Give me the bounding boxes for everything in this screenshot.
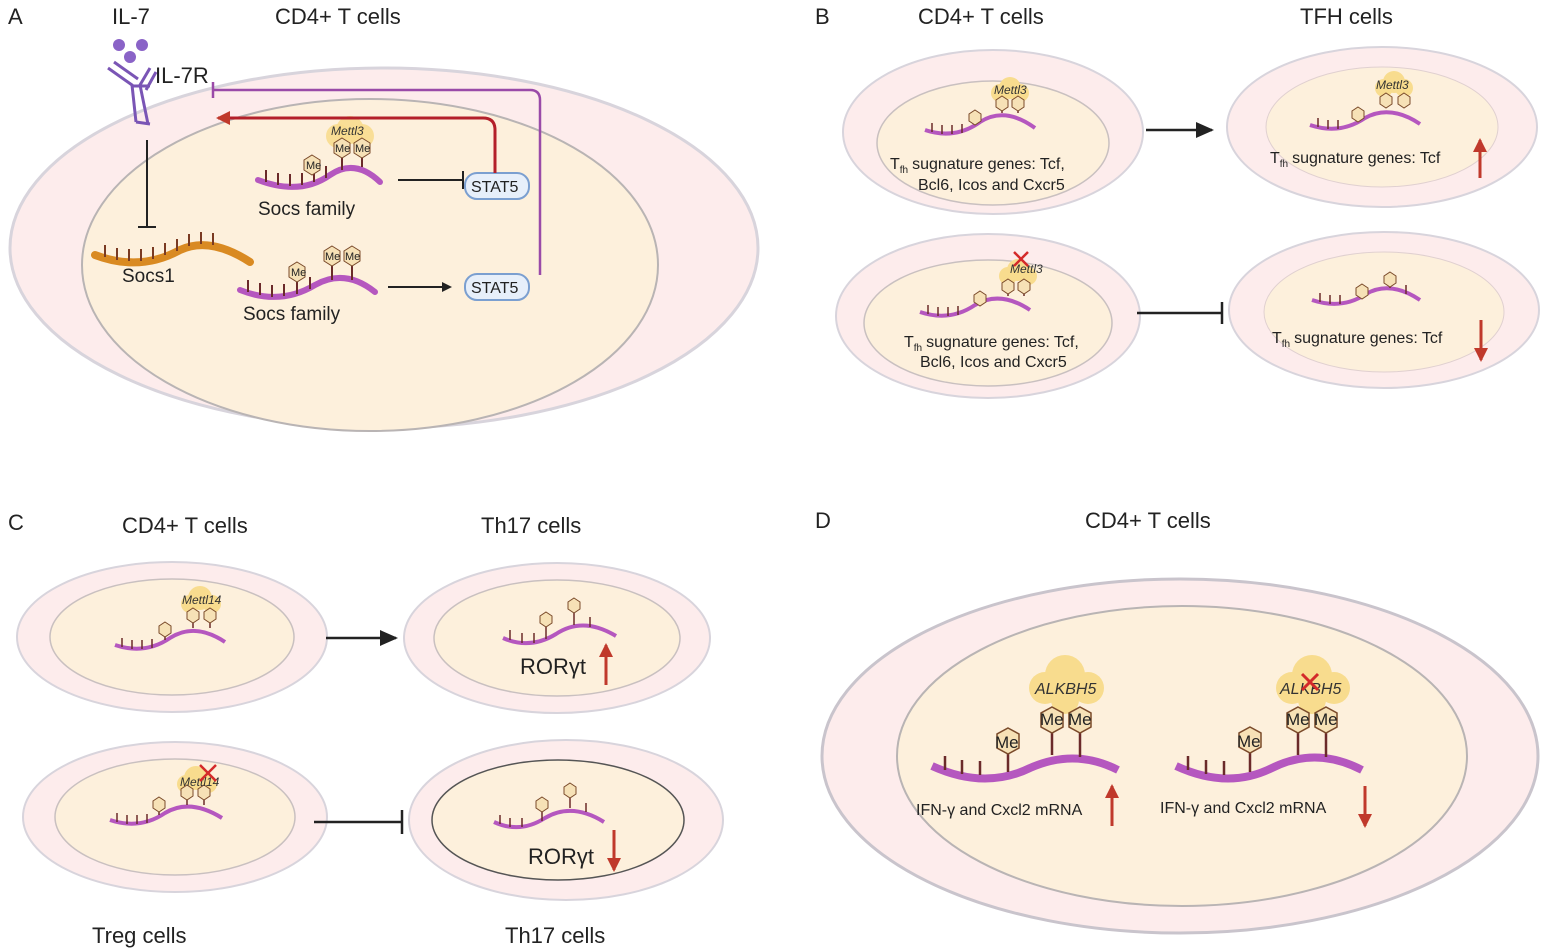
svg-text:Me: Me [1068,710,1092,729]
svg-text:Me: Me [325,251,340,263]
rorgt-bottom-label: RORγt [528,844,594,869]
svg-text:Me: Me [355,143,370,155]
nucleus-d [896,605,1468,907]
panel-b-title-left: CD4+ T cells [918,4,1044,29]
panel-a-letter: A [8,4,23,29]
svg-text:Mettl3: Mettl3 [1010,262,1043,276]
mrna-d-right: Me Me Me ALKBH5 [1174,655,1364,783]
svg-text:Me: Me [291,267,306,279]
nucleus-c-bottom-right [431,759,685,881]
svg-text:Mettl14: Mettl14 [182,593,222,607]
th17-bottom-label: Th17 cells [505,923,605,948]
alkbh5-label-left: ALKBH5 [1034,681,1096,698]
panel-d-letter: D [815,508,831,533]
stat5-top-label: STAT5 [471,179,519,196]
tfh-genes-top-left-2: Bcl6, Icos and Cxcr5 [918,177,1065,194]
panel-a-title: CD4+ T cells [275,4,401,29]
svg-text:Mettl3: Mettl3 [1376,78,1409,92]
treg-label: Treg cells [92,923,187,948]
svg-text:Me: Me [1286,710,1310,729]
stat5-bottom-label: STAT5 [471,280,519,297]
socs-family-bottom-label: Socs family [243,304,341,325]
svg-text:Mettl3: Mettl3 [994,83,1027,97]
stat5-bottom-box [464,273,530,301]
nucleus-b-bottom-right [1263,251,1505,373]
il7-ligand-icon [113,39,148,63]
nucleus-b-bottom-left [863,259,1113,387]
il7r-label: IL-7R [155,63,209,88]
rorgt-top-label: RORγt [520,654,586,679]
mrna-c-top-right [502,597,618,646]
socs-family-top-mrna: Me Me Me Mettl3 [255,116,383,190]
mrna-b-bottom-left: Mettl3 [919,251,1043,318]
mrna-c-bottom-right [493,782,606,830]
panel-c-title-left: CD4+ T cells [122,513,248,538]
panel-b-title-right: TFH cells [1300,4,1393,29]
svg-text:Me: Me [1040,710,1064,729]
tfh-genes-bottom-left-2: Bcl6, Icos and Cxcr5 [920,354,1067,371]
svg-text:Mettl14: Mettl14 [180,775,220,789]
socs-family-bottom-mrna: Me Me Me [237,245,378,300]
svg-text:Me: Me [1237,732,1261,751]
ifn-left-label: IFN-γ and Cxcl2 mRNA [916,802,1083,819]
nucleus-c-top-right [433,579,681,697]
nucleus-b-top-left [876,80,1110,206]
nucleus-c-bottom-left [54,758,296,876]
panel-b-letter: B [815,4,830,29]
knockout-x-icon [1013,251,1029,267]
mrna-c-top-left: Mettl14 [114,586,227,651]
mettl3-label-top: Mettl3 [331,124,364,138]
panel-c: C CD4+ T cells Th17 cells Mettl14 [8,510,724,948]
panel-c-title-right: Th17 cells [481,513,581,538]
mrna-c-bottom-left: Mettl14 [109,764,224,826]
ifn-right-label: IFN-γ and Cxcl2 mRNA [1160,800,1327,817]
panel-d-title: CD4+ T cells [1085,508,1211,533]
mrna-b-top-right: Mettl3 [1309,71,1422,131]
alkbh5-label-right: ALKBH5 [1279,681,1341,698]
svg-text:Me: Me [995,733,1019,752]
socs1-label: Socs1 [122,266,175,287]
il7-receptor-icon [107,60,158,126]
panel-c-letter: C [8,510,24,535]
mrna-d-left: Me Me Me ALKBH5 [930,655,1120,783]
stat5-top-box [464,172,530,200]
il7-label: IL-7 [112,4,150,29]
nucleus-b-top-right [1265,66,1499,188]
svg-text:Me: Me [1314,710,1338,729]
mrna-b-top-left: Mettl3 [924,77,1037,136]
knockout-x-icon [199,764,217,782]
panel-a: A CD4+ T cells IL-7 IL-7R [8,4,760,432]
socs1-mrna [91,232,254,267]
knockout-x-icon [1300,672,1320,692]
svg-text:Me: Me [335,143,350,155]
svg-text:Me: Me [306,160,321,172]
mrna-b-bottom-right [1311,271,1422,306]
panel-d: D CD4+ T cells Me Me Me ALKBH5 IFN-γ and… [815,508,1540,935]
socs-family-top-label: Socs family [258,199,356,220]
svg-text:Me: Me [345,251,360,263]
